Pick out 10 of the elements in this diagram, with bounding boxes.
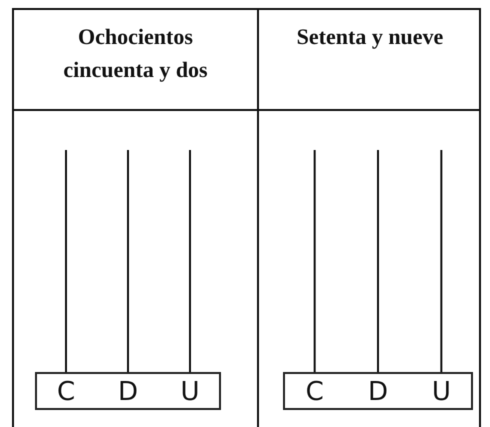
place-value-letter: U xyxy=(180,378,200,406)
column-header: Setenta y nueve xyxy=(296,23,444,51)
abacus-base xyxy=(283,372,473,410)
place-value-letter: D xyxy=(368,378,388,406)
abacus-base xyxy=(35,372,221,410)
place-value-letter: C xyxy=(57,378,76,406)
place-value-letter: C xyxy=(306,378,324,406)
place-value-letter: D xyxy=(118,378,138,406)
column-header: Ochocientos cincuenta y dos xyxy=(62,23,209,84)
place-value-letter: U xyxy=(432,378,451,406)
